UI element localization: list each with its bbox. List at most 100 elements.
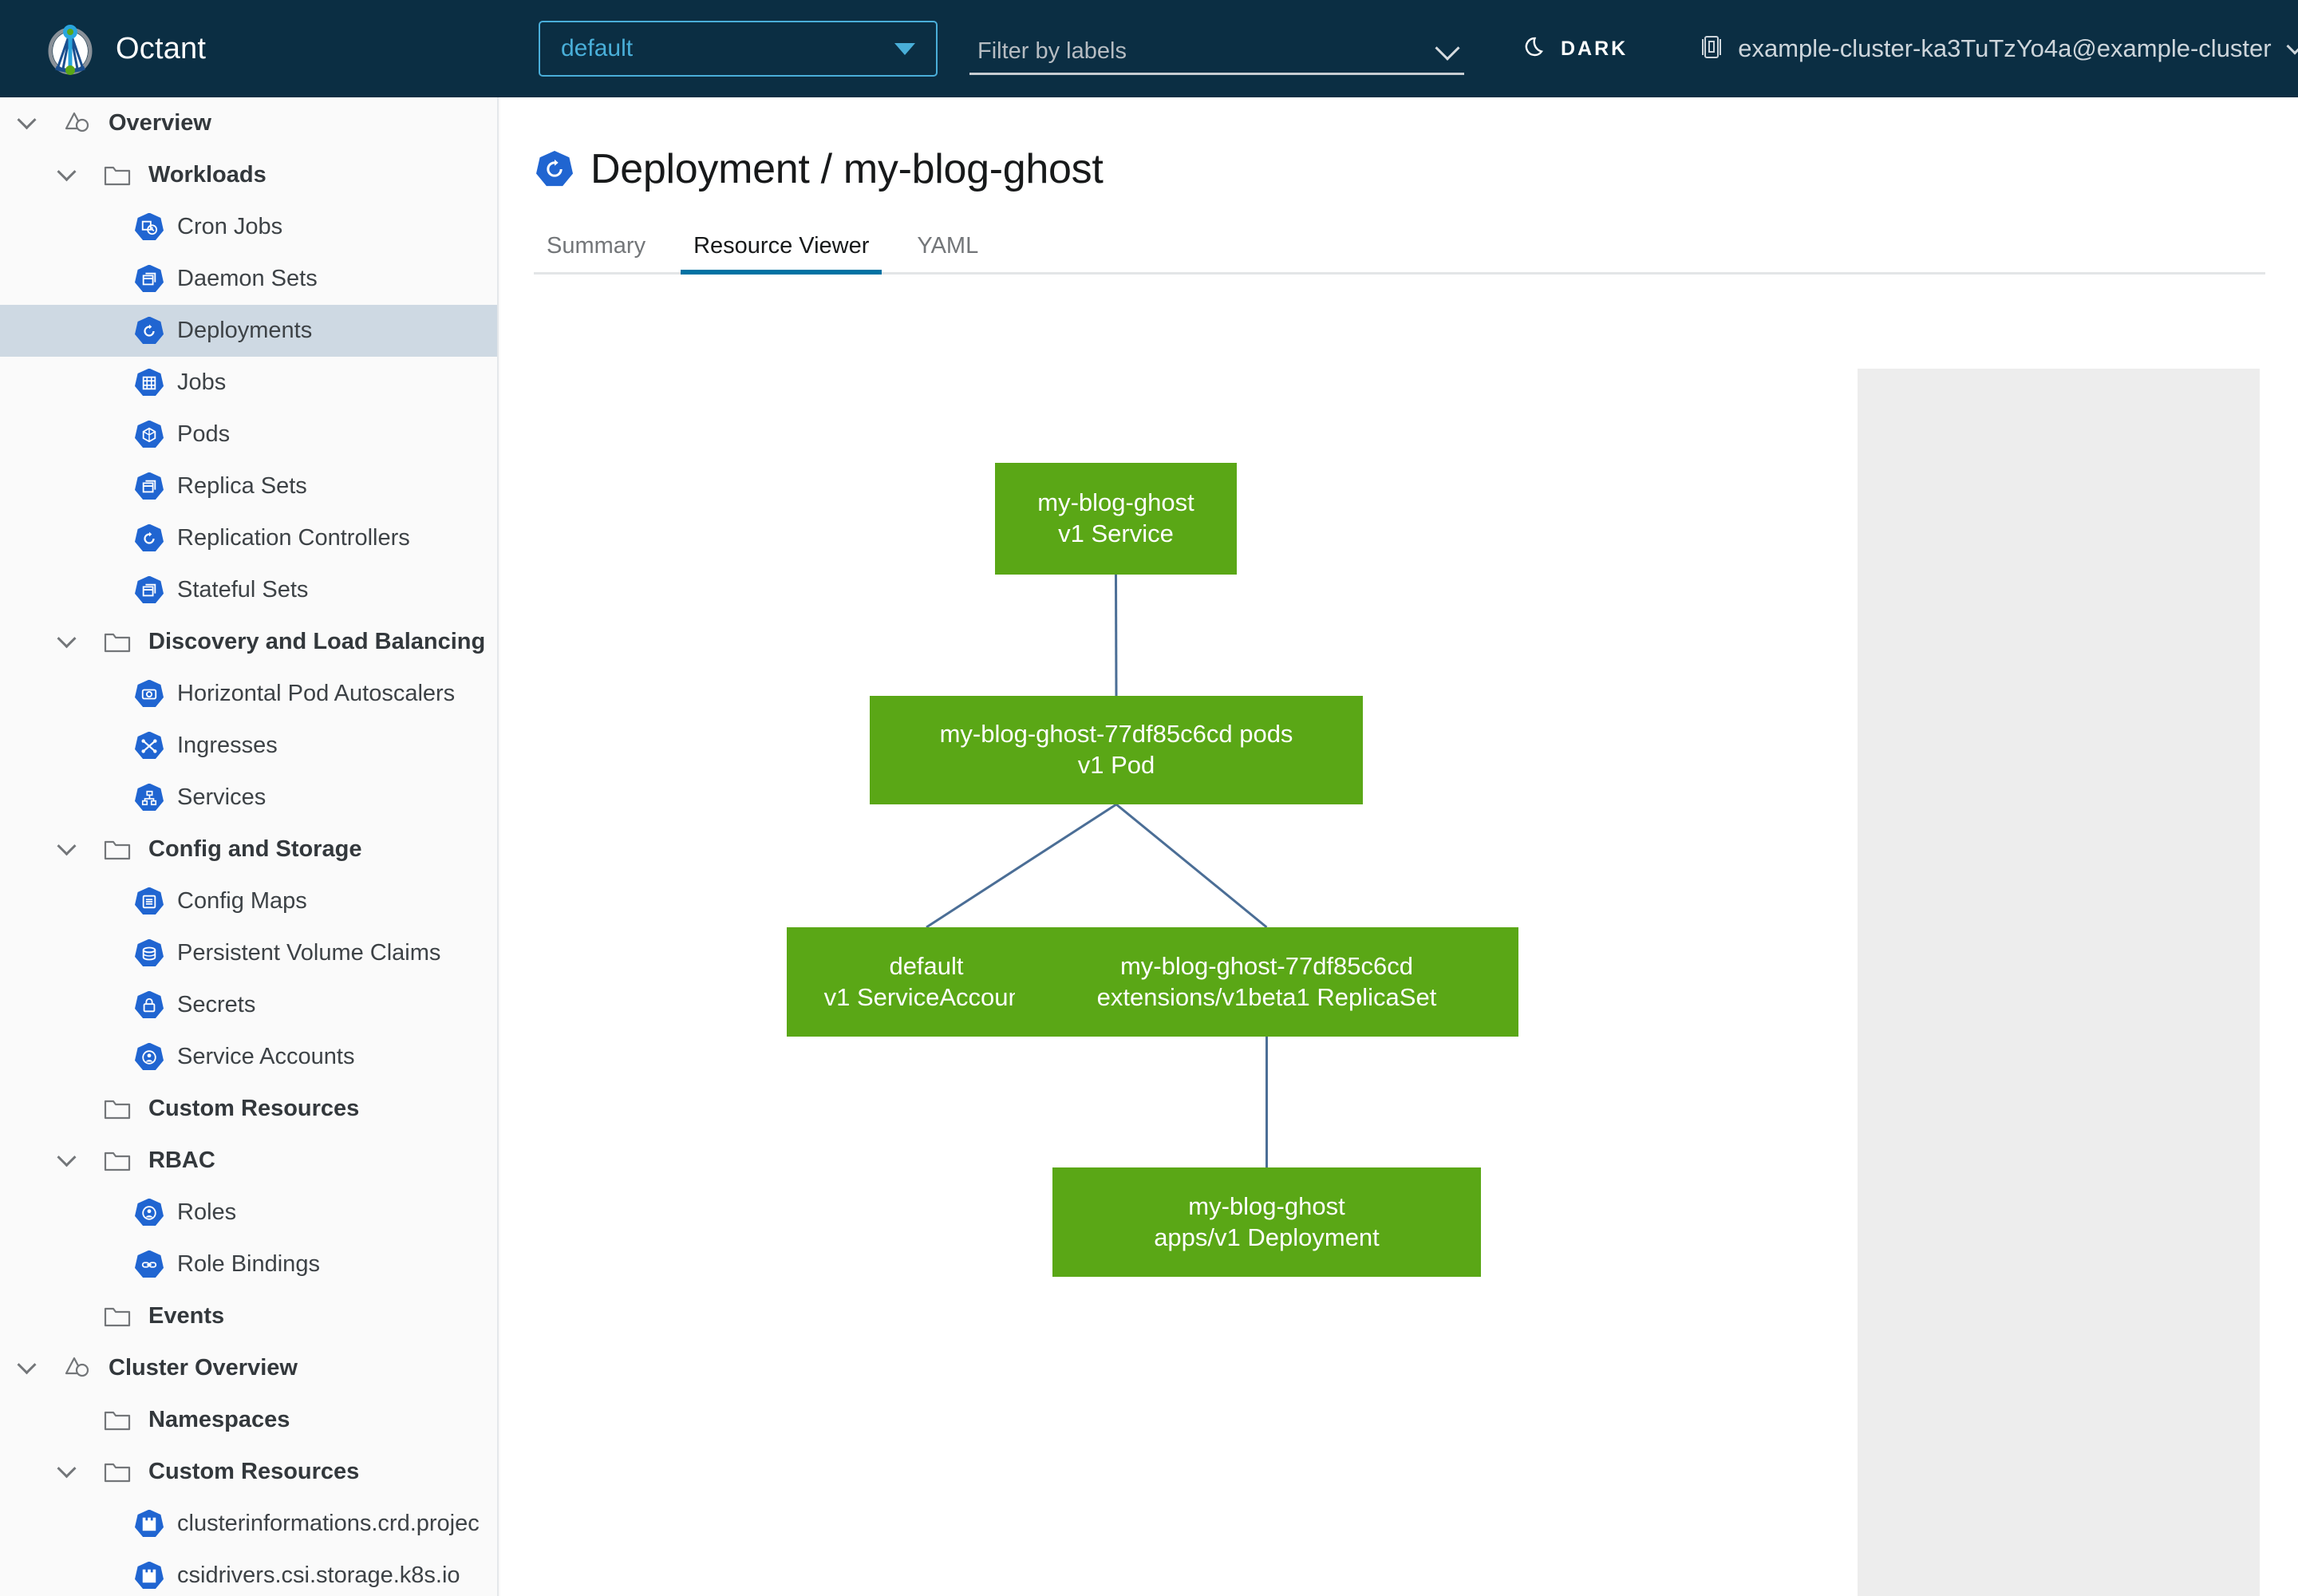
chevron-down-icon[interactable] <box>54 1459 78 1484</box>
sidebar-item-icon <box>134 783 164 813</box>
folder-icon <box>104 1097 131 1121</box>
sidebar-item-label: Namespaces <box>148 1407 290 1432</box>
sidebar-item-jobs[interactable]: Jobs <box>0 357 497 409</box>
sidebar-item-clusterinformations-crd-projec[interactable]: clusterinformations.crd.projec <box>0 1498 497 1550</box>
sidebar-item-ingresses[interactable]: Ingresses <box>0 720 497 772</box>
k8s-statefulset-icon <box>135 575 164 604</box>
sidebar-item-label: clusterinformations.crd.projec <box>177 1511 480 1536</box>
sidebar-item-label: Stateful Sets <box>177 577 309 602</box>
graph-edge-service-to-pod <box>1115 574 1118 697</box>
label-filter-input[interactable] <box>977 38 1376 65</box>
k8s-deployment-icon <box>536 151 573 187</box>
graph-node-deployment[interactable]: my-blog-ghost apps/v1 Deployment <box>1052 1167 1481 1277</box>
sidebar-item-replication-controllers[interactable]: Replication Controllers <box>0 512 497 564</box>
label-filter[interactable] <box>969 22 1464 75</box>
sidebar-item-custom-resources[interactable]: Custom Resources <box>0 1083 497 1135</box>
sidebar-item-rbac[interactable]: RBAC <box>0 1135 497 1187</box>
sidebar-item-secrets[interactable]: Secrets <box>0 979 497 1031</box>
tab-bar[interactable]: Summary Resource Viewer YAML <box>534 227 2265 275</box>
graph-node-kind: apps/v1 Deployment <box>1154 1223 1380 1251</box>
k8s-crd-icon <box>135 1561 164 1590</box>
sidebar-item-events[interactable]: Events <box>0 1290 497 1342</box>
k8s-secret-icon <box>135 990 164 1019</box>
sidebar-item-namespaces[interactable]: Namespaces <box>0 1394 497 1446</box>
folder-icon <box>104 630 131 654</box>
sidebar-item-icon <box>102 835 132 865</box>
sidebar-item-roles[interactable]: Roles <box>0 1187 497 1238</box>
chevron-down-icon <box>894 42 915 55</box>
chevron-down-icon[interactable] <box>54 1148 78 1173</box>
sidebar-item-icon <box>102 1457 132 1487</box>
cluster-name: example-cluster-ka3TuTzYo4a@example-clus… <box>1738 34 2272 62</box>
sidebar-item-icon <box>134 523 164 554</box>
sidebar-item-pods[interactable]: Pods <box>0 409 497 460</box>
k8s-deployment-icon <box>135 316 164 345</box>
k8s-daemonset-icon <box>135 264 164 293</box>
chevron-down-icon[interactable] <box>54 836 78 862</box>
sidebar-item-cluster-overview[interactable]: Cluster Overview <box>0 1342 497 1394</box>
sidebar-item-label: Roles <box>177 1199 237 1225</box>
tab-summary[interactable]: Summary <box>547 233 646 259</box>
cluster-icon <box>1700 34 1724 64</box>
namespace-select[interactable]: default <box>539 21 938 77</box>
sidebar-item-config-and-storage[interactable]: Config and Storage <box>0 824 497 875</box>
k8s-serviceaccount-icon <box>135 1042 164 1071</box>
sidebar-item-daemon-sets[interactable]: Daemon Sets <box>0 253 497 305</box>
chevron-down-icon <box>1435 35 1460 61</box>
brand-name: Octant <box>116 31 207 65</box>
page-title-row: Deployment / my-blog-ghost <box>536 145 2298 193</box>
sidebar-item-workloads[interactable]: Workloads <box>0 149 497 201</box>
tab-yaml[interactable]: YAML <box>917 233 979 259</box>
graph-node-name: my-blog-ghost <box>1188 1191 1345 1220</box>
sidebar-item-services[interactable]: Services <box>0 772 497 824</box>
sidebar-item-replica-sets[interactable]: Replica Sets <box>0 460 497 512</box>
chevron-down-icon[interactable] <box>14 110 38 136</box>
sidebar-item-icon <box>134 472 164 502</box>
sidebar-item-csidrivers-csi-storage-k8s-io[interactable]: csidrivers.csi.storage.k8s.io <box>0 1550 497 1596</box>
folder-icon <box>104 1408 131 1432</box>
sidebar-item-persistent-volume-claims[interactable]: Persistent Volume Claims <box>0 927 497 979</box>
sidebar-item-icon <box>134 990 164 1021</box>
chevron-down-icon[interactable] <box>54 629 78 654</box>
sidebar-item-label: Horizontal Pod Autoscalers <box>177 681 456 706</box>
sidebar-item-label: Config Maps <box>177 888 307 914</box>
sidebar-item-overview[interactable]: Overview <box>0 97 497 149</box>
sidebar-item-label: Persistent Volume Claims <box>177 940 441 966</box>
chevron-down-icon[interactable] <box>54 162 78 188</box>
sidebar-item-icon <box>134 575 164 606</box>
app-header: Octant default DARK example-cluster-ka3T… <box>0 0 2298 97</box>
sidebar-item-cron-jobs[interactable]: Cron Jobs <box>0 201 497 253</box>
sidebar-item-icon <box>134 264 164 294</box>
k8s-crd-icon <box>135 1509 164 1538</box>
sidebar-item-icon <box>134 731 164 761</box>
tab-resource-viewer[interactable]: Resource Viewer <box>681 233 882 275</box>
sidebar-item-discovery-and-load-balancing[interactable]: Discovery and Load Balancing <box>0 616 497 668</box>
sidebar-item-config-maps[interactable]: Config Maps <box>0 875 497 927</box>
resource-detail-panel <box>1858 369 2260 1596</box>
graph-node-kind: v1 ServiceAccount <box>823 982 1029 1011</box>
brand[interactable]: Octant <box>44 22 539 75</box>
sidebar-item-horizontal-pod-autoscalers[interactable]: Horizontal Pod Autoscalers <box>0 668 497 720</box>
cluster-picker[interactable]: example-cluster-ka3TuTzYo4a@example-clus… <box>1700 34 2298 64</box>
sidebar-item-label: Cron Jobs <box>177 214 283 239</box>
sidebar-item-label: csidrivers.csi.storage.k8s.io <box>177 1562 460 1588</box>
sidebar-item-label: Secrets <box>177 992 256 1017</box>
folder-icon <box>104 838 131 862</box>
chevron-down-icon[interactable] <box>14 1355 38 1381</box>
sidebar-item-custom-resources[interactable]: Custom Resources <box>0 1446 497 1498</box>
graph-node-name: my-blog-ghost-77df85c6cd <box>1119 951 1414 980</box>
sidebar-item-icon <box>134 1198 164 1228</box>
sidebar-item-stateful-sets[interactable]: Stateful Sets <box>0 564 497 616</box>
sidebar-item-role-bindings[interactable]: Role Bindings <box>0 1238 497 1290</box>
theme-toggle-button[interactable]: DARK <box>1524 35 1628 63</box>
resource-graph-edges <box>926 574 1268 1167</box>
k8s-pvc-icon <box>135 938 164 967</box>
sidebar-item-service-accounts[interactable]: Service Accounts <box>0 1031 497 1083</box>
moon-icon <box>1524 35 1548 63</box>
sidebar-item-deployments[interactable]: Deployments <box>0 305 497 357</box>
